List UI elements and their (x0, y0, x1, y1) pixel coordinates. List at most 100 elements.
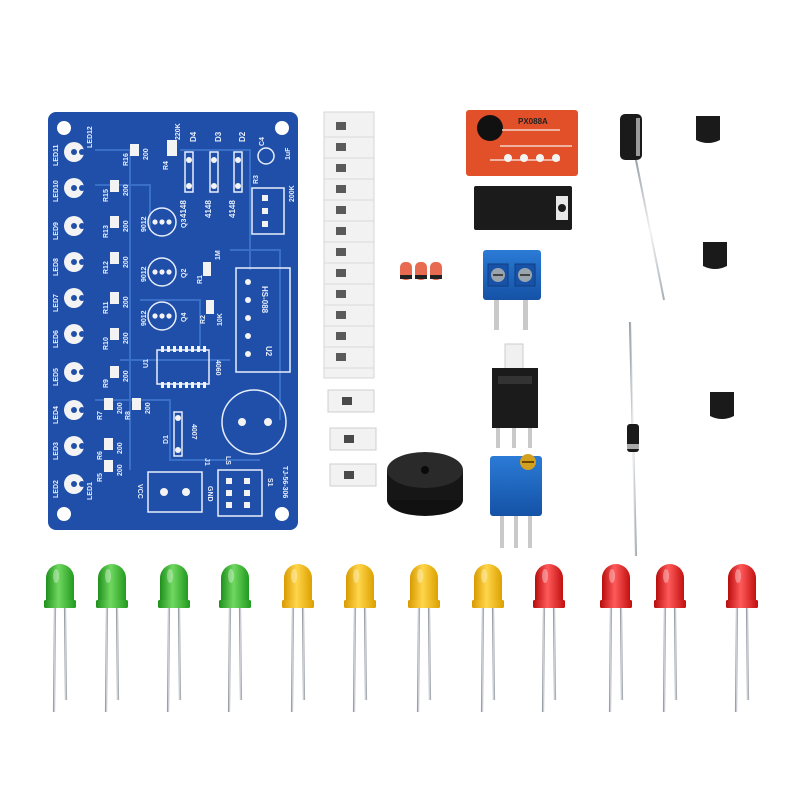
r4-label: R4 (163, 161, 170, 170)
r3-label: R3 (253, 175, 260, 184)
led-footprint: LED5 (53, 362, 85, 386)
led-footprint: LED2 (53, 474, 85, 498)
diode-label-d4: D4 (189, 131, 198, 142)
resistor-label: R10 (103, 337, 110, 350)
resistor-footprint: R6 200 (97, 438, 124, 460)
px088a-sound-module: PX088A (466, 110, 578, 176)
smd-capacitor (336, 143, 346, 151)
smd-capacitor (336, 248, 346, 256)
smd-capacitor (336, 269, 346, 277)
led-label: LED10 (53, 180, 60, 202)
resistor-label: R6 (97, 451, 104, 460)
diode-label-d2: D2 (238, 131, 247, 142)
board-model-label: TJ-56-306 (281, 466, 288, 498)
diode-value: 4148 (228, 200, 237, 218)
screw-terminal (483, 250, 541, 330)
resistor-value: 200 (123, 296, 130, 308)
trimmer-potentiometer (490, 454, 542, 548)
diode-label-d3: D3 (214, 131, 223, 142)
led-footprint: LED4 (53, 400, 85, 424)
ls-label: LS (224, 456, 231, 465)
resistor-label: R5 (97, 473, 104, 482)
smd-capacitor (336, 353, 346, 361)
yellow-led (282, 564, 314, 713)
hs088-footprint: HS-088 U2 (235, 267, 291, 373)
push-button-switch (492, 343, 538, 448)
mounting-hole (275, 121, 289, 135)
led-footprint: LED7 (53, 288, 85, 312)
led-footprint: LED3 (53, 436, 85, 460)
r1-r2-area: R1 1M R2 10K (197, 250, 224, 326)
smd-capacitor (336, 206, 346, 214)
led-label: LED6 (53, 330, 60, 348)
ic-4060-label: 4060 (214, 360, 221, 376)
resistor-label: R16 (123, 153, 130, 166)
smd-capacitor (336, 332, 346, 340)
yellow-led (344, 564, 376, 713)
c4-label: C4 (259, 137, 266, 146)
buzzer-footprint (221, 389, 287, 455)
green-led (44, 564, 76, 713)
resistor-label: R12 (103, 261, 110, 274)
resistor-value: 200 (117, 464, 124, 476)
transistor-footprints: 9012 9012 9012 Q3 Q2 Q4 (141, 207, 188, 331)
vcc-label: VCC (136, 484, 143, 499)
led-footprint: LED6 (53, 324, 85, 348)
transistor-value: 9012 (141, 266, 148, 282)
smd-capacitor (336, 311, 346, 319)
led-label: LED7 (53, 294, 60, 312)
resistor-value: 200 (117, 442, 124, 454)
led12-label: LED12 (87, 126, 94, 148)
led-label: LED4 (53, 406, 60, 424)
transistor-label-q4: Q4 (181, 313, 188, 322)
green-led (96, 564, 128, 713)
resistor-label: R9 (103, 379, 110, 388)
pcb-substrate (48, 112, 298, 530)
s1-label: S1 (266, 478, 273, 487)
r3-value: 200K (289, 185, 296, 202)
smd-capacitor (336, 185, 346, 193)
signal-diodes (400, 114, 442, 438)
red-led (726, 564, 758, 713)
transistor (710, 392, 734, 488)
black-ic-chip (474, 186, 572, 230)
resistor-value: 200 (123, 332, 130, 344)
transistor-label-q3: Q3 (181, 219, 188, 228)
transistor-value: 9012 (141, 310, 148, 326)
mounting-hole (275, 507, 289, 521)
r1-label: R1 (197, 275, 204, 284)
loose-smd-parts (327, 389, 377, 487)
electrolytic-capacitor (620, 114, 665, 301)
resistor-value: 200 (123, 256, 130, 268)
resistor-footprint: R11 200 (103, 292, 130, 314)
resistor-footprint: R12 200 (103, 252, 130, 274)
ic-u1-footprint: U1 4060 (143, 346, 221, 388)
resistor-label: R8 (125, 411, 132, 420)
smd-capacitor (336, 227, 346, 235)
pcb-board: LED11LED10LED9LED8LED7LED6LED5LED4LED3LE… (48, 112, 298, 530)
d1-value: 4007 (190, 424, 197, 440)
led-footprint: LED11 (53, 142, 85, 166)
module-label: PX088A (518, 117, 548, 126)
mounting-hole (57, 507, 71, 521)
transistor (696, 116, 720, 212)
led-row (44, 564, 758, 713)
smd-capacitor (336, 122, 346, 130)
r4-value: 220K (175, 123, 182, 140)
resistor-label: R11 (103, 301, 110, 314)
resistor-value: 200 (117, 402, 124, 414)
led-footprint: LED10 (53, 178, 85, 202)
transistors-to92 (696, 116, 734, 488)
transistor-label-q2: Q2 (181, 269, 188, 278)
u1-label: U1 (143, 359, 150, 368)
green-led (158, 564, 190, 713)
resistor-value: 200 (123, 220, 130, 232)
buzzer (387, 452, 463, 516)
